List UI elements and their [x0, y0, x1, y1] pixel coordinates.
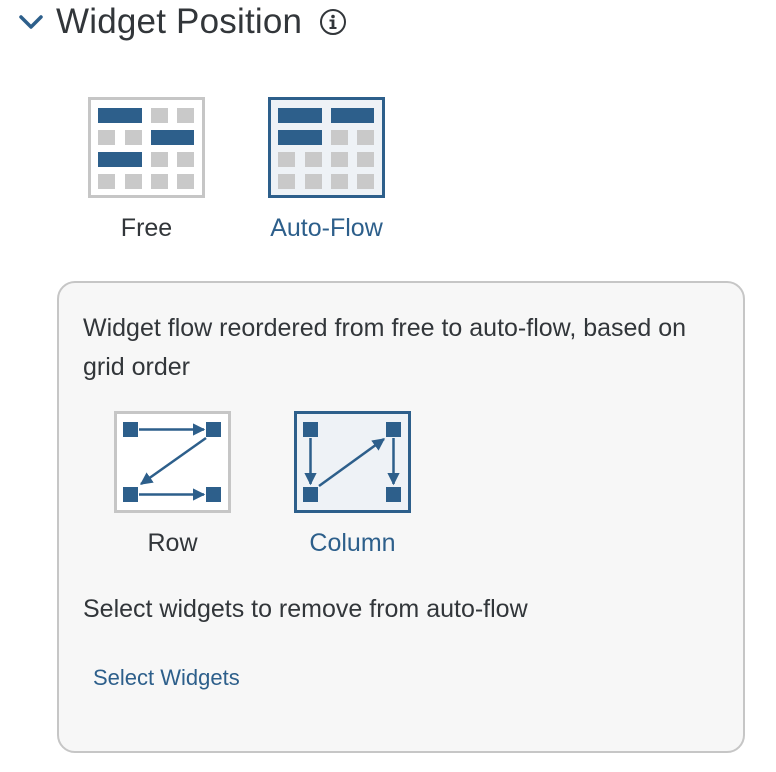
row-flow-icon: [114, 411, 231, 513]
select-widgets-link[interactable]: Select Widgets: [93, 665, 240, 690]
chevron-down-icon[interactable]: [16, 7, 46, 37]
layout-option-label: Free: [120, 214, 173, 242]
auto-flow-panel: Widget flow reordered from free to auto-…: [57, 281, 745, 753]
flow-option-row[interactable]: Row: [114, 411, 231, 558]
layout-option-auto-flow[interactable]: Auto-Flow: [268, 97, 385, 243]
layout-option-free[interactable]: Free: [88, 97, 205, 243]
column-flow-icon: [294, 411, 411, 513]
info-icon[interactable]: [318, 7, 348, 37]
free-layout-icon: [88, 97, 205, 198]
layout-option-label: Auto-Flow: [270, 214, 383, 242]
flow-option-label: Row: [147, 529, 198, 557]
select-widgets-hint: Select widgets to remove from auto-flow: [83, 595, 528, 623]
section-title: Widget Position: [56, 2, 303, 41]
auto-flow-description: Widget flow reordered from free to auto-…: [83, 314, 687, 381]
flow-option-column[interactable]: Column: [294, 411, 411, 558]
auto-flow-layout-icon: [268, 97, 385, 198]
section-header: Widget Position: [16, 0, 348, 44]
flow-option-label: Column: [309, 529, 396, 557]
